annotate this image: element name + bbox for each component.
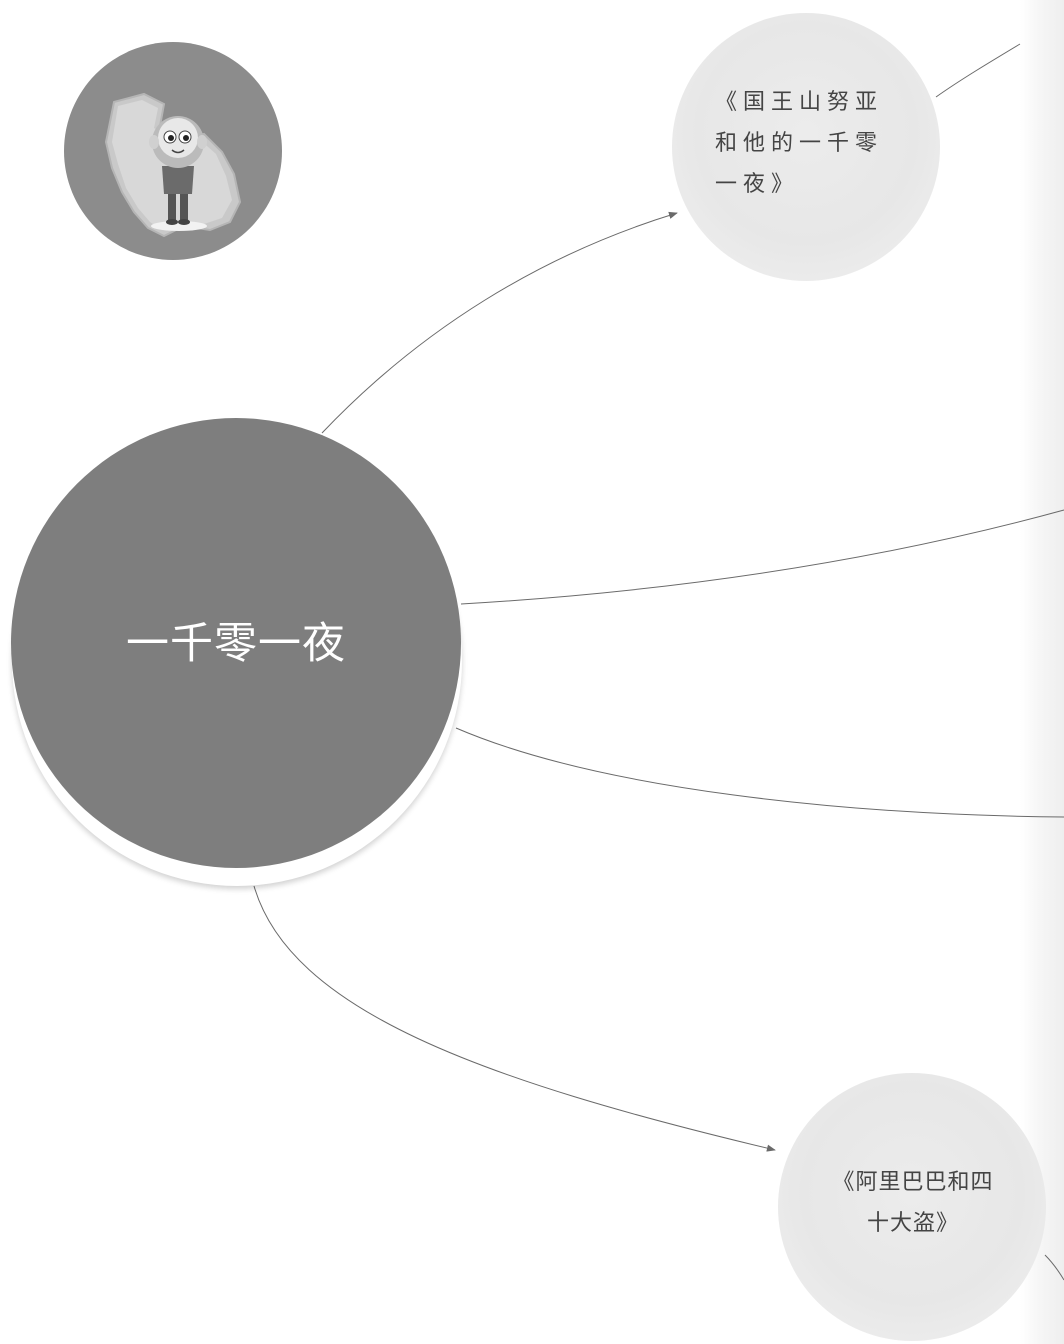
connector-to-bottom-branch — [253, 885, 776, 1152]
branch-node-king-shahryar: 《国王山努亚和他的一千零一夜》 — [672, 13, 940, 281]
cartoon-boy-on-map-icon — [104, 92, 242, 238]
connector-middle-upper-offpage — [460, 509, 1064, 605]
page-edge-shadow — [1020, 0, 1064, 1344]
avatar — [64, 42, 282, 260]
central-topic-label: 一千零一夜 — [126, 619, 346, 669]
connector-bottom-branch-offpage — [1044, 1254, 1064, 1281]
branch-label: 《阿里巴巴和四十大盗》 — [832, 1170, 994, 1236]
connector-top-branch-offpage — [935, 43, 1021, 98]
connector-middle-lower-offpage — [455, 727, 1064, 818]
connector-to-top-branch — [321, 211, 678, 434]
branch-node-ali-baba: 《阿里巴巴和四十大盗》 — [778, 1073, 1046, 1341]
central-topic-node: 一千零一夜 — [11, 418, 461, 868]
branch-label: 《国王山努亚和他的一千零一夜》 — [715, 89, 884, 197]
